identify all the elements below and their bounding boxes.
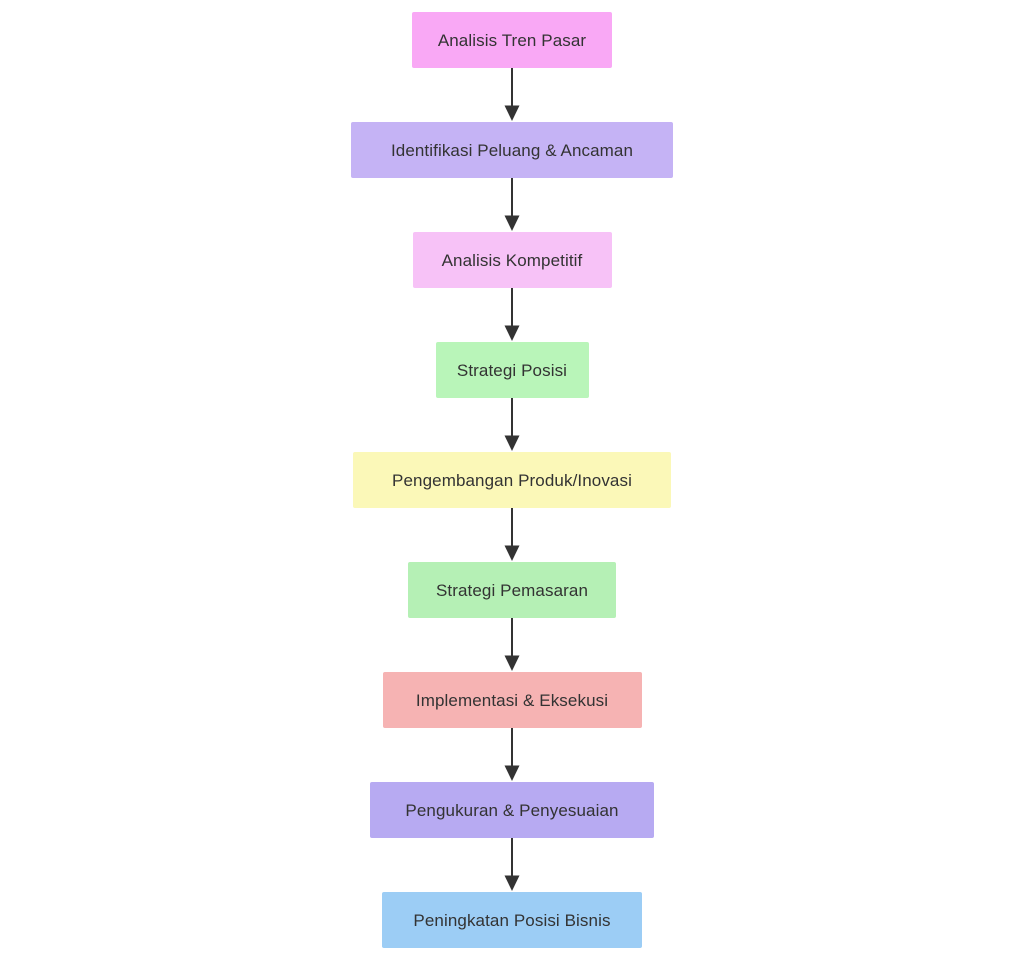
flowchart-node-label: Identifikasi Peluang & Ancaman — [390, 140, 634, 160]
flowchart-node-strategi-posisi[interactable]: Strategi Posisi — [435, 342, 589, 398]
flowchart-node-pengembangan-produk-inovasi[interactable]: Pengembangan Produk/Inovasi — [353, 452, 671, 508]
flowchart-node-peningkatan-posisi-bisnis[interactable]: Peningkatan Posisi Bisnis — [382, 892, 642, 948]
flowchart-node-strategi-pemasaran[interactable]: Strategi Pemasaran — [408, 562, 616, 618]
flowchart-node-label: Strategi Pemasaran — [435, 580, 589, 600]
flowchart-node-analisis-tren-pasar[interactable]: Analisis Tren Pasar — [412, 12, 612, 68]
flowchart-node-label: Analisis Tren Pasar — [437, 30, 587, 50]
flowchart-node-label: Strategi Posisi — [456, 360, 568, 380]
flowchart-node-label: Pengukuran & Penyesuaian — [405, 800, 619, 820]
flowchart-node-implementasi-eksekusi[interactable]: Implementasi & Eksekusi — [382, 672, 642, 728]
arrow-down-icon — [500, 728, 524, 782]
arrow-down-icon — [500, 68, 524, 122]
arrow-down-icon — [500, 508, 524, 562]
flowchart-node-identifikasi-peluang-ancaman[interactable]: Identifikasi Peluang & Ancaman — [351, 122, 673, 178]
flowchart-node-label: Peningkatan Posisi Bisnis — [413, 910, 611, 930]
arrow-down-icon — [500, 178, 524, 232]
arrow-down-icon — [500, 838, 524, 892]
flowchart-node-analisis-kompetitif[interactable]: Analisis Kompetitif — [412, 232, 612, 288]
flowchart-node-pengukuran-penyesuaian[interactable]: Pengukuran & Penyesuaian — [370, 782, 654, 838]
flowchart-node-label: Pengembangan Produk/Inovasi — [392, 470, 632, 490]
arrow-down-icon — [500, 618, 524, 672]
arrow-down-icon — [500, 398, 524, 452]
arrow-down-icon — [500, 288, 524, 342]
flowchart-node-label: Implementasi & Eksekusi — [415, 690, 609, 710]
flowchart-node-label: Analisis Kompetitif — [441, 250, 583, 270]
